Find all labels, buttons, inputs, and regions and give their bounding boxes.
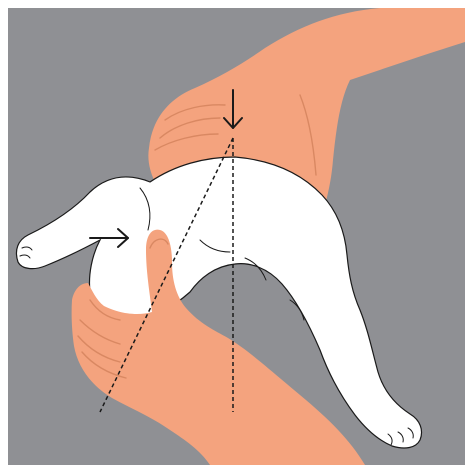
- infant-hip-exam-illustration: [0, 0, 473, 473]
- illustration-canvas: [0, 0, 473, 473]
